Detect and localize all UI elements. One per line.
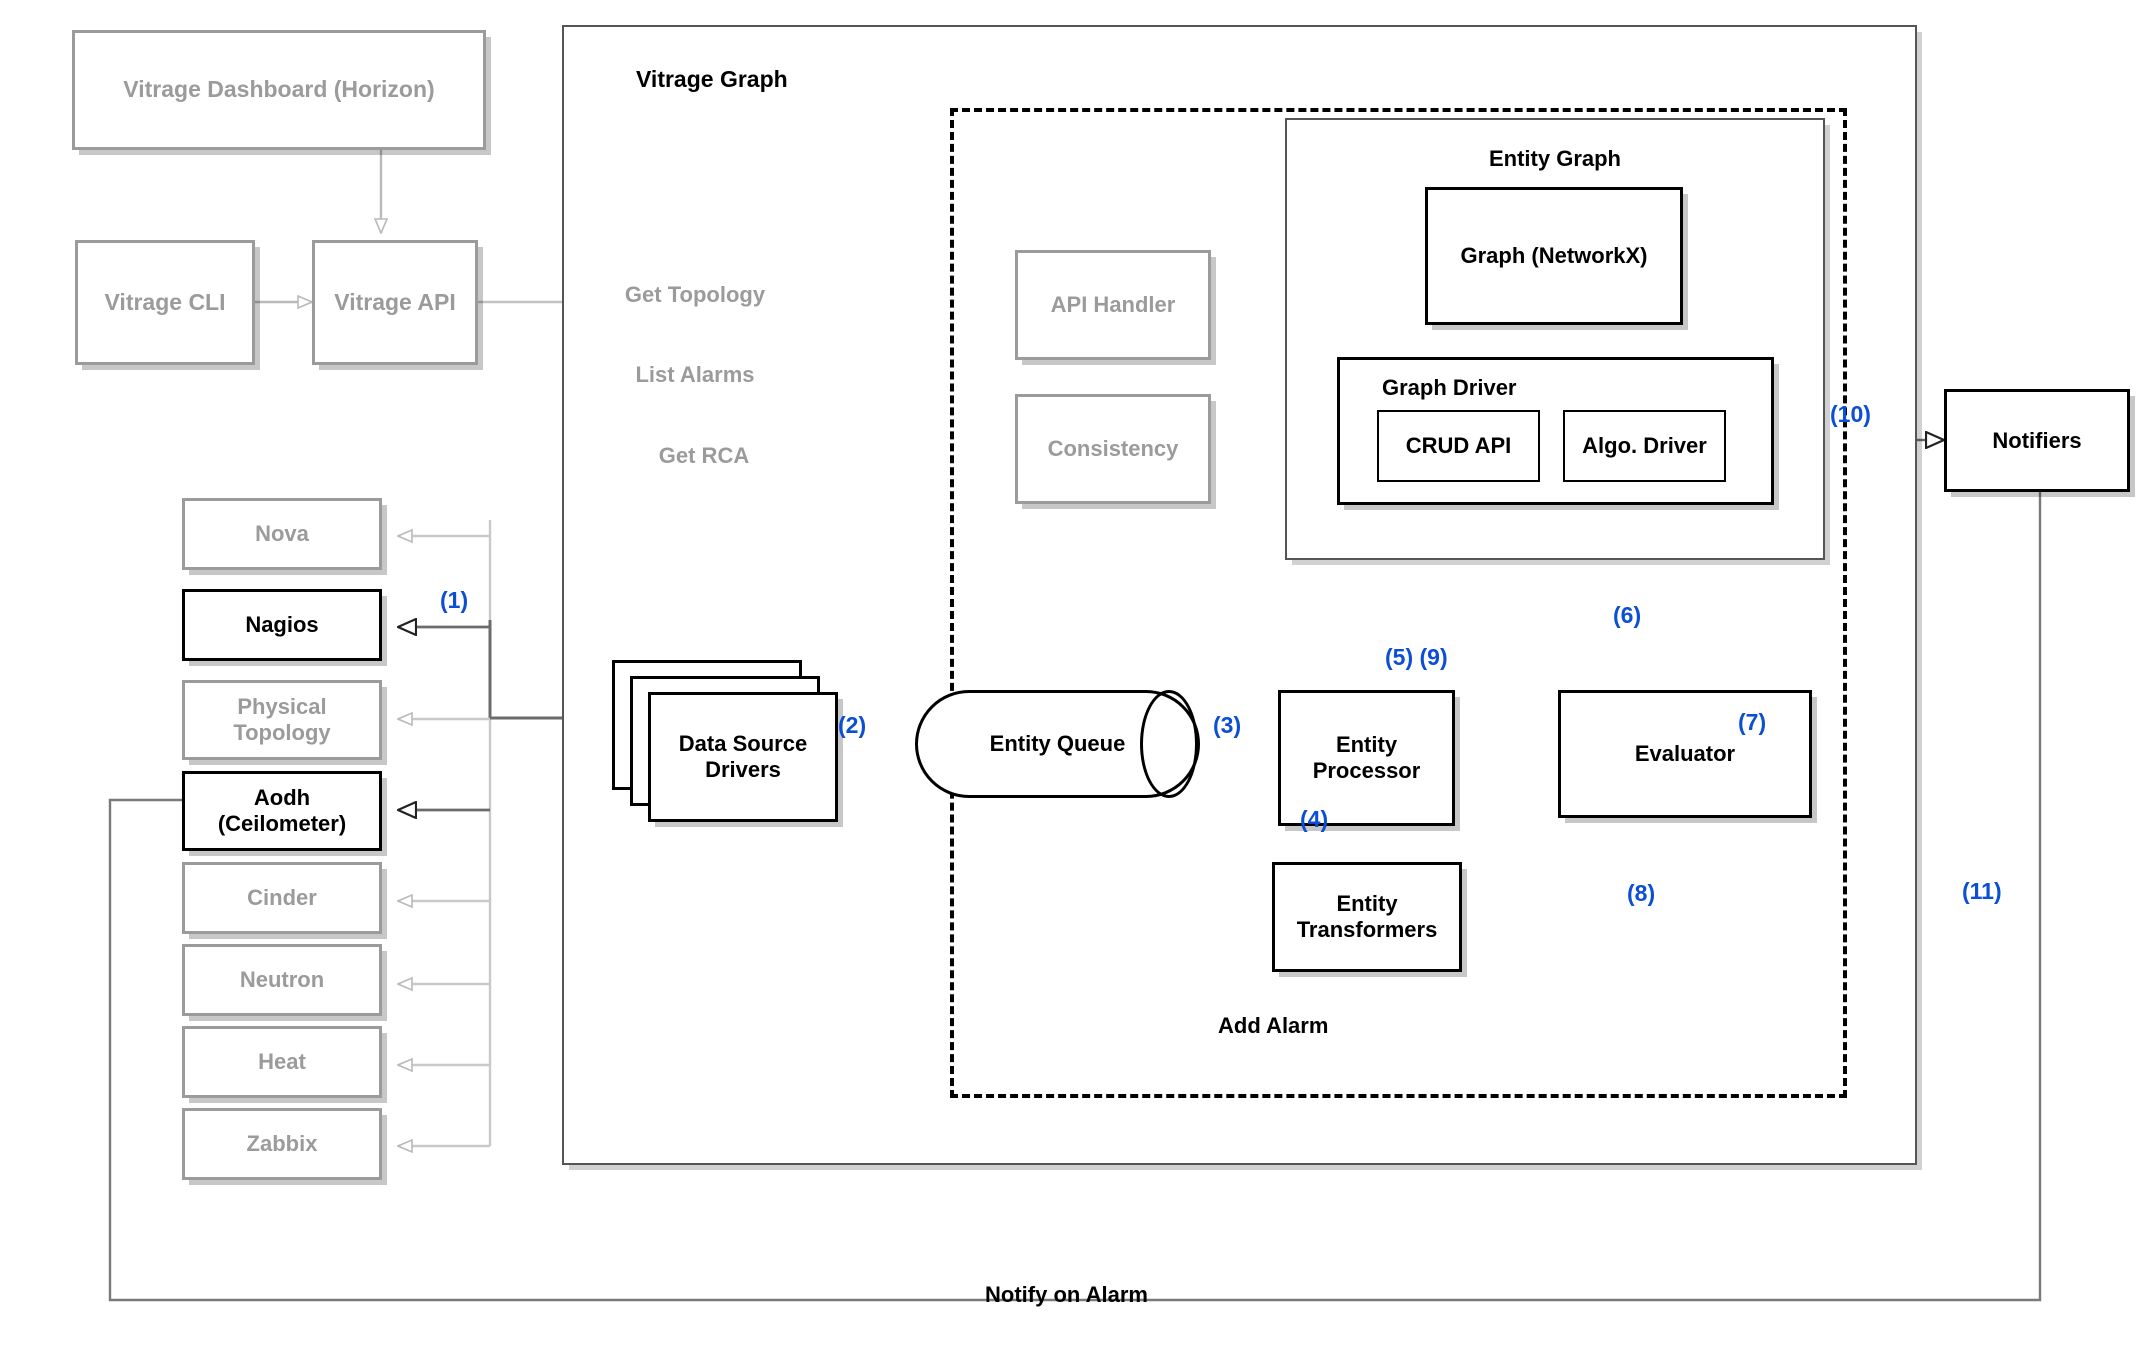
flow-label-5-9: (5) (9) (1385, 644, 1448, 670)
flow-label-11: (11) (1962, 878, 2002, 904)
vitrage-dashboard-label: Vitrage Dashboard (Horizon) (123, 76, 435, 103)
entity-transformers-label: Entity Transformers (1296, 891, 1438, 942)
entity-queue-label: Entity Queue (989, 731, 1126, 756)
flow-label-3: (3) (1213, 712, 1242, 738)
datasource-zabbix-box[interactable]: Zabbix (182, 1108, 382, 1180)
datasource-cinder-label: Cinder (247, 885, 317, 911)
datasource-nova-label: Nova (255, 521, 309, 547)
crud-api-label: CRUD API (1405, 433, 1512, 459)
datasource-cinder-box[interactable]: Cinder (182, 862, 382, 934)
api-call-list-alarms: List Alarms (635, 362, 755, 388)
evaluator-label: Evaluator (1634, 741, 1736, 767)
flow-label-1: (1) (440, 587, 469, 613)
data-source-drivers-stack[interactable]: Data Source Drivers (612, 660, 842, 830)
datasource-zabbix-label: Zabbix (246, 1131, 318, 1157)
entity-graph-title: Entity Graph (1488, 146, 1621, 171)
datasource-neutron-label: Neutron (239, 967, 325, 993)
api-call-get-rca: Get RCA (658, 442, 750, 468)
evaluator-box[interactable]: Evaluator (1558, 690, 1812, 818)
datasource-physical-topology-label: Physical Topology (233, 694, 331, 745)
algo-driver-box[interactable]: Algo. Driver (1563, 410, 1726, 482)
flow-label-10: (10) (1830, 401, 1871, 427)
vitrage-graph-title: Vitrage Graph (636, 66, 788, 92)
vitrage-dashboard-box[interactable]: Vitrage Dashboard (Horizon) (72, 30, 486, 150)
vitrage-api-box[interactable]: Vitrage API (312, 240, 478, 365)
vitrage-cli-label: Vitrage CLI (104, 288, 226, 315)
algo-driver-label: Algo. Driver (1582, 433, 1707, 459)
consistency-box[interactable]: Consistency (1015, 394, 1211, 504)
add-alarm-label: Add Alarm (1218, 1013, 1329, 1038)
api-call-get-topology: Get Topology (624, 281, 766, 307)
api-handler-label: API Handler (1050, 292, 1176, 318)
api-handler-box[interactable]: API Handler (1015, 250, 1211, 360)
notify-on-alarm-label: Notify on Alarm (985, 1282, 1148, 1307)
graph-networkx-label: Graph (NetworkX) (1460, 243, 1648, 269)
datasource-heat-label: Heat (258, 1049, 306, 1075)
graph-driver-label: Graph Driver (1382, 375, 1517, 400)
flow-label-2: (2) (838, 712, 867, 738)
graph-processing-dashed-region (950, 108, 1847, 1098)
data-source-drivers-box[interactable]: Data Source Drivers (648, 692, 838, 822)
entity-processor-box[interactable]: Entity Processor (1278, 690, 1455, 826)
notifiers-label: Notifiers (1992, 427, 2082, 453)
data-source-drivers-label: Data Source Drivers (678, 731, 808, 782)
flow-label-4: (4) (1300, 806, 1329, 832)
flow-label-6: (6) (1613, 602, 1642, 628)
datasource-heat-box[interactable]: Heat (182, 1026, 382, 1098)
api-calls-label: Get Topology List Alarms Get RCA (585, 228, 805, 523)
graph-networkx-box[interactable]: Graph (NetworkX) (1425, 187, 1683, 325)
consistency-label: Consistency (1047, 436, 1179, 462)
datasource-physical-topology-box[interactable]: Physical Topology (182, 680, 382, 760)
vitrage-api-label: Vitrage API (334, 288, 456, 315)
datasource-aodh-box[interactable]: Aodh (Ceilometer) (182, 771, 382, 851)
flow-label-7: (7) (1738, 709, 1767, 735)
datasource-aodh-label: Aodh (Ceilometer) (217, 785, 347, 836)
datasource-nova-box[interactable]: Nova (182, 498, 382, 570)
datasource-neutron-box[interactable]: Neutron (182, 944, 382, 1016)
entity-queue-cap (1140, 690, 1198, 798)
entity-transformers-box[interactable]: Entity Transformers (1272, 862, 1462, 972)
flow-label-8: (8) (1627, 880, 1656, 906)
entity-processor-label: Entity Processor (1312, 732, 1421, 783)
datasource-nagios-box[interactable]: Nagios (182, 589, 382, 661)
crud-api-box[interactable]: CRUD API (1377, 410, 1540, 482)
vitrage-cli-box[interactable]: Vitrage CLI (75, 240, 255, 365)
datasource-nagios-label: Nagios (245, 612, 319, 638)
notifiers-box[interactable]: Notifiers (1944, 389, 2130, 492)
